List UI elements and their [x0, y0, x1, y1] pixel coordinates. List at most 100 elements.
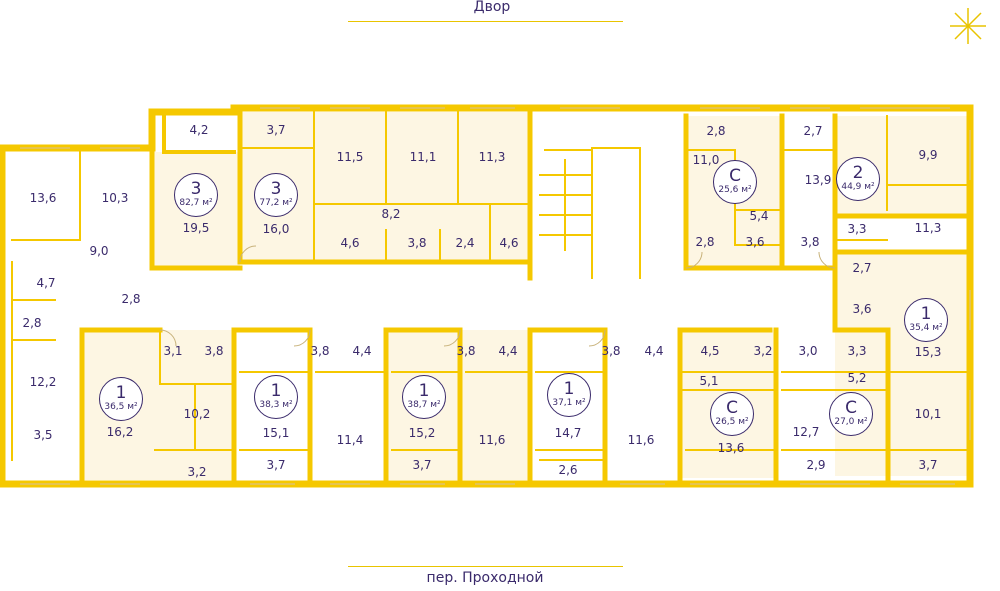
apartment-rooms: 3: [190, 179, 202, 199]
room-area: 5,2: [847, 371, 867, 385]
apartment-area: 38,3 м²: [259, 400, 293, 410]
room-area: 4,5: [700, 344, 720, 358]
apartment-badge[interactable]: 1 35,4 м²: [904, 298, 948, 342]
apartment-area: 27,0 м²: [834, 417, 868, 427]
room-area: 3,2: [187, 465, 207, 479]
street-bottom-line: [348, 566, 623, 567]
apartment-rooms: С: [729, 166, 741, 186]
apartment-badge[interactable]: С 26,5 м²: [710, 392, 754, 436]
door-swing: [588, 329, 606, 347]
apartment-area: 38,7 м²: [407, 400, 441, 410]
room-area: 3,3: [847, 222, 867, 236]
room-area: 11,5: [336, 150, 364, 164]
apartment-badge[interactable]: 2 44,9 м²: [836, 157, 880, 201]
room-area: 3,5: [33, 428, 53, 442]
room-area: 3,7: [266, 458, 286, 472]
room-area: 4,6: [340, 236, 360, 250]
room-area: 3,8: [601, 344, 621, 358]
door-swing: [818, 251, 836, 269]
apartment-rooms: С: [726, 398, 738, 418]
room-area: 3,7: [266, 123, 286, 137]
room-area: 13,6: [29, 191, 57, 205]
apartment-badge[interactable]: 1 36,5 м²: [99, 377, 143, 421]
room-area: 2,7: [852, 261, 872, 275]
room-area: 11,4: [336, 433, 364, 447]
room-area: 15,2: [408, 426, 436, 440]
room-area: 11,6: [478, 433, 506, 447]
apartment-area: 77,2 м²: [259, 198, 293, 208]
partitions-top: [149, 109, 973, 333]
room-area: 11,0: [692, 153, 720, 167]
apartment-badge[interactable]: 3 82,7 м²: [174, 173, 218, 217]
door-swing: [443, 329, 461, 347]
room-area: 3,8: [310, 344, 330, 358]
room-area: 11,3: [478, 150, 506, 164]
windows: [20, 107, 971, 485]
room-area: 3,8: [407, 236, 427, 250]
room-area: 12,2: [29, 375, 57, 389]
apartment-rooms: 1: [418, 381, 430, 401]
apartment-badge[interactable]: С 27,0 м²: [829, 392, 873, 436]
room-area: 8,2: [381, 207, 401, 221]
apartment-badge[interactable]: 1 37,1 м²: [547, 373, 591, 417]
apartment-area: 37,1 м²: [552, 398, 586, 408]
apartment-rooms: 1: [115, 383, 127, 403]
room-area: 16,0: [262, 222, 290, 236]
apartment-area: 82,7 м²: [179, 198, 213, 208]
room-area: 4,2: [189, 123, 209, 137]
room-area: 4,4: [352, 344, 372, 358]
room-area: 3,7: [918, 458, 938, 472]
room-area: 3,3: [847, 344, 867, 358]
room-area: 9,9: [918, 148, 938, 162]
door-swing: [239, 245, 257, 263]
interior-bottom: [154, 329, 971, 461]
street-bottom-label: пер. Проходной: [426, 570, 544, 586]
room-area: 3,8: [456, 344, 476, 358]
apartment-area: 25,6 м²: [718, 185, 752, 195]
apartment-area: 35,4 м²: [909, 323, 943, 333]
room-area: 11,6: [627, 433, 655, 447]
apartment-rooms: 1: [920, 304, 932, 324]
room-area: 2,8: [121, 292, 141, 306]
room-area: 2,7: [803, 124, 823, 138]
room-area: 15,1: [262, 426, 290, 440]
room-area: 11,1: [409, 150, 437, 164]
street-top-label: Двор: [473, 0, 511, 15]
outer-wall: [0, 104, 974, 488]
door-swing: [159, 329, 177, 347]
apartment-rooms: 1: [270, 381, 282, 401]
interior-top: [11, 111, 971, 461]
apartment-badge[interactable]: С 25,6 м²: [713, 160, 757, 204]
room-area: 4,4: [498, 344, 518, 358]
room-area: 10,2: [183, 407, 211, 421]
room-area: 2,8: [695, 235, 715, 249]
street-top-line: [348, 21, 623, 22]
door-swing: [685, 251, 703, 269]
room-area: 2,9: [806, 458, 826, 472]
door-swing: [293, 329, 311, 347]
apartment-rooms: 2: [852, 163, 864, 183]
apartment-area: 26,5 м²: [715, 417, 749, 427]
room-area: 5,1: [699, 374, 719, 388]
room-area: 15,3: [914, 345, 942, 359]
room-area: 14,7: [554, 426, 582, 440]
room-area: 12,7: [792, 425, 820, 439]
room-area: 3,2: [753, 344, 773, 358]
room-area: 4,6: [499, 236, 519, 250]
room-area: 4,7: [36, 276, 56, 290]
apartment-badge[interactable]: 1 38,7 м²: [402, 375, 446, 419]
room-area: 2,8: [706, 124, 726, 138]
room-area: 13,6: [717, 441, 745, 455]
apartment-badge[interactable]: 3 77,2 м²: [254, 173, 298, 217]
room-area: 9,0: [89, 244, 109, 258]
room-area: 3,6: [745, 235, 765, 249]
apartment-badge[interactable]: 1 38,3 м²: [254, 375, 298, 419]
room-area: 4,4: [644, 344, 664, 358]
room-area: 2,8: [22, 316, 42, 330]
apartment-area: 36,5 м²: [104, 402, 138, 412]
room-area: 19,5: [182, 221, 210, 235]
room-area: 3,6: [852, 302, 872, 316]
walls: [0, 104, 974, 488]
room-area: 2,6: [558, 463, 578, 477]
top-windows: [20, 107, 950, 149]
